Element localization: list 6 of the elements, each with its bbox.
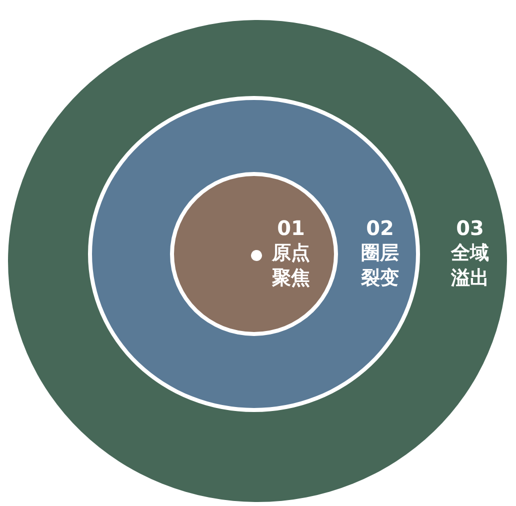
step-label: 原点聚焦 — [271, 241, 311, 291]
step-label: 全域溢出 — [450, 241, 490, 291]
step-label: 圈层裂变 — [360, 241, 400, 291]
step-number: 01 — [277, 215, 305, 241]
step-number: 03 — [456, 215, 484, 241]
step-number: 02 — [366, 215, 394, 241]
